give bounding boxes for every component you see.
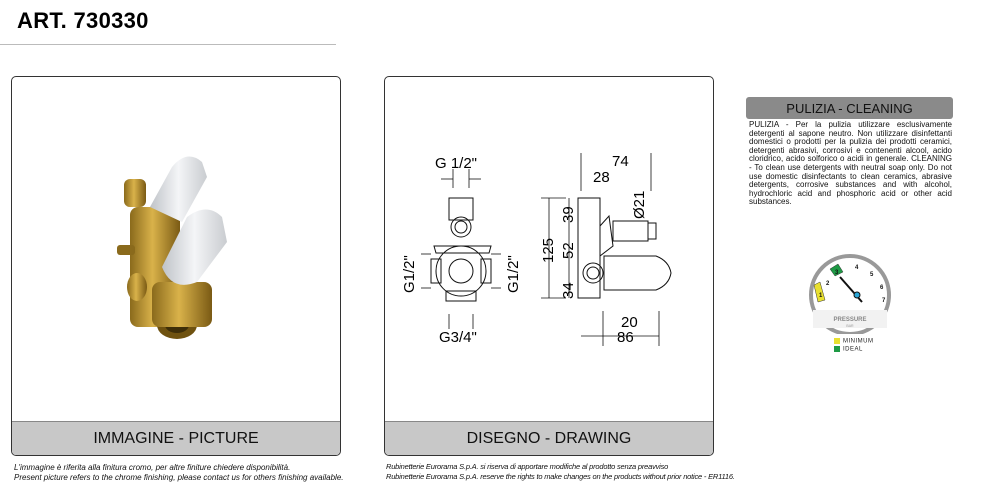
gauge-minimum-zone: [813, 281, 826, 303]
technical-drawing: G 1/2" G1/2" G1/2" G3/4" 74 28 Ø21 39 12…: [401, 153, 672, 346]
gauge-unit: BAR: [846, 324, 854, 328]
dim-28: 28: [593, 169, 610, 186]
product-image: [117, 156, 227, 339]
drawing-panel: G 1/2" G1/2" G1/2" G3/4" 74 28 Ø21 39 12…: [384, 76, 714, 456]
gauge-tick-5: 5: [870, 272, 874, 278]
legend-ideal: IDEAL: [834, 346, 863, 353]
legend-minimum-label: MINIMUM: [843, 338, 874, 345]
dim-20: 20: [621, 314, 638, 331]
gauge-tick-6: 6: [880, 285, 884, 291]
picture-note-en: Present picture refers to the chrome fin…: [14, 473, 344, 482]
pressure-gauge: 1 2 3 4 5 6 7 PRESSURE BAR: [809, 254, 891, 334]
gauge-label: PRESSURE: [833, 317, 866, 323]
drawing-note: Rubinetterie Eurorama S.p.A. si riserva …: [386, 462, 735, 482]
drawing-note-en: Rubinetterie Eurorama S.p.A. reserve the…: [386, 472, 735, 481]
gauge-ideal-zone: [829, 263, 844, 277]
drawing-caption: DISEGNO - DRAWING: [385, 421, 713, 455]
dim-21: Ø21: [631, 191, 648, 219]
dim-39: 39: [560, 206, 577, 223]
cleaning-text: PULIZIA - Per la pulizia utilizzare escl…: [749, 120, 952, 207]
dim-top-thread: G 1/2": [435, 155, 477, 172]
picture-caption: IMMAGINE - PICTURE: [12, 421, 340, 455]
dim-left-thread: G1/2": [401, 255, 418, 293]
dim-125: 125: [540, 238, 557, 263]
dim-right-thread: G1/2": [505, 255, 522, 293]
dim-52: 52: [560, 242, 577, 259]
dim-bottom-thread: G3/4": [439, 329, 477, 346]
dim-34: 34: [560, 282, 577, 299]
gauge-tick-3: 3: [835, 270, 839, 276]
picture-panel: IMMAGINE - PICTURE: [11, 76, 341, 456]
gauge-tick-2: 2: [826, 281, 830, 287]
picture-note: L'immagine è riferita alla finitura crom…: [14, 463, 344, 483]
article-title: ART. 730330: [17, 8, 149, 33]
picture-note-it: L'immagine è riferita alla finitura crom…: [14, 463, 291, 472]
minimum-swatch: [834, 338, 840, 344]
dim-86: 86: [617, 329, 634, 346]
ideal-swatch: [834, 346, 840, 352]
title-divider: [0, 44, 336, 45]
drawing-note-it: Rubinetterie Eurorama S.p.A. si riserva …: [386, 462, 669, 471]
gauge-tick-1: 1: [819, 293, 823, 299]
legend-ideal-label: IDEAL: [843, 346, 863, 353]
legend-minimum: MINIMUM: [834, 338, 874, 345]
gauge-tick-7: 7: [882, 298, 886, 304]
cleaning-header: PULIZIA - CLEANING: [746, 97, 953, 119]
dim-74: 74: [612, 153, 629, 170]
gauge-tick-4: 4: [855, 265, 859, 271]
